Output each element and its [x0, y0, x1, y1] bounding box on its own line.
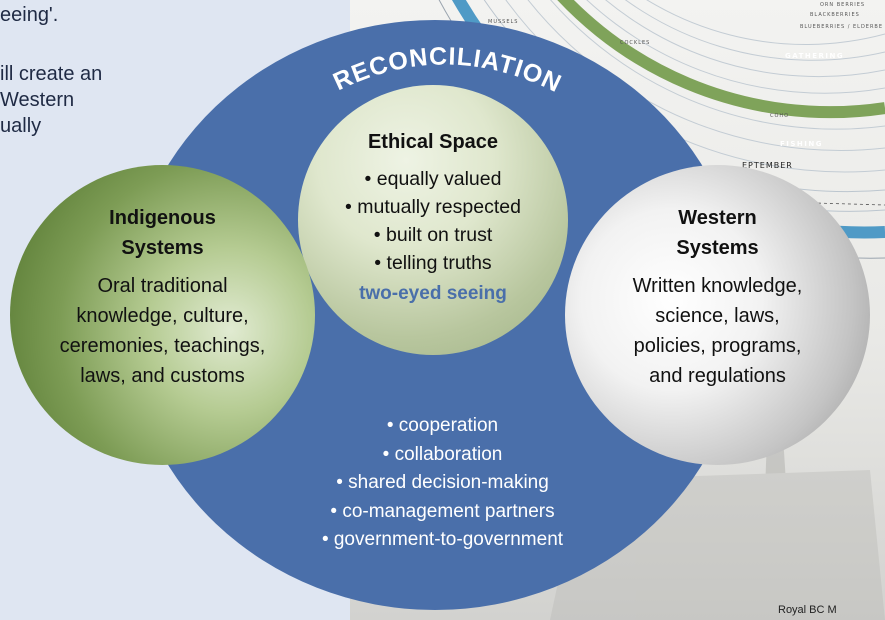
- reconciliation-bullet: • collaboration: [382, 443, 503, 465]
- calendar-label: COHO: [770, 113, 789, 119]
- calendar-band-label: GATHERING: [785, 52, 844, 60]
- western-body-line: policies, programs,: [633, 335, 802, 357]
- indigenous-body-line: knowledge, culture,: [76, 305, 249, 327]
- slide-text-line-1: eeing'.: [0, 4, 59, 26]
- calendar-band-label: FISHING: [780, 140, 823, 148]
- reconciliation-bullet: • shared decision-making: [336, 472, 549, 493]
- slide-text-line-2: ill create an: [0, 63, 103, 85]
- calendar-month-label: EPTEMBER: [742, 161, 793, 170]
- indigenous-title-line-1: Indigenous: [109, 207, 216, 229]
- slide-text-line-4: ually: [0, 115, 42, 137]
- ethical-space-title: Ethical Space: [367, 131, 499, 153]
- indigenous-body-line: Oral traditional: [97, 275, 228, 297]
- indigenous-body-line: ceremonies, teachings,: [59, 335, 266, 357]
- reconciliation-bullet: • government-to-government: [321, 529, 564, 550]
- image-credit: Royal BC M: [778, 604, 837, 616]
- western-body-line: science, laws,: [655, 305, 780, 327]
- ethical-space-circle: Ethical Space • equally valued • mutuall…: [298, 85, 568, 355]
- calendar-label: MUSSELS: [488, 19, 518, 25]
- western-body-line: Written knowledge,: [632, 275, 803, 297]
- western-title-line-1: Western: [678, 207, 757, 229]
- calendar-label: BLUEBERRIES / ELDERBE: [800, 24, 883, 30]
- ethical-space-bullet: • telling truths: [374, 252, 492, 274]
- ethical-space-bullet: • built on trust: [373, 224, 493, 246]
- two-eyed-seeing-label: two-eyed seeing: [359, 283, 507, 304]
- western-body-line: and regulations: [649, 365, 786, 387]
- ethical-space-bullet: • mutually respected: [345, 196, 521, 218]
- indigenous-systems-circle: Indigenous Systems Oral traditional know…: [10, 165, 315, 465]
- western-systems-circle: Western Systems Written knowledge, scien…: [565, 165, 870, 465]
- reconciliation-bullet: • co-management partners: [330, 500, 555, 522]
- calendar-label: ORN BERRIES: [820, 2, 865, 8]
- indigenous-title-line-2: Systems: [121, 237, 204, 259]
- slide-text-line-3: Western: [0, 89, 75, 111]
- western-title-line-2: Systems: [676, 237, 759, 259]
- reconciliation-bullets: • cooperation • collaboration • shared d…: [250, 412, 635, 555]
- reconciliation-bullet: • cooperation: [386, 415, 499, 436]
- calendar-label: COCKLES: [620, 40, 650, 46]
- indigenous-body-line: laws, and customs: [80, 365, 245, 387]
- ethical-space-bullet: • equally valued: [364, 168, 502, 190]
- calendar-label: BLACKBERRIES: [810, 12, 860, 18]
